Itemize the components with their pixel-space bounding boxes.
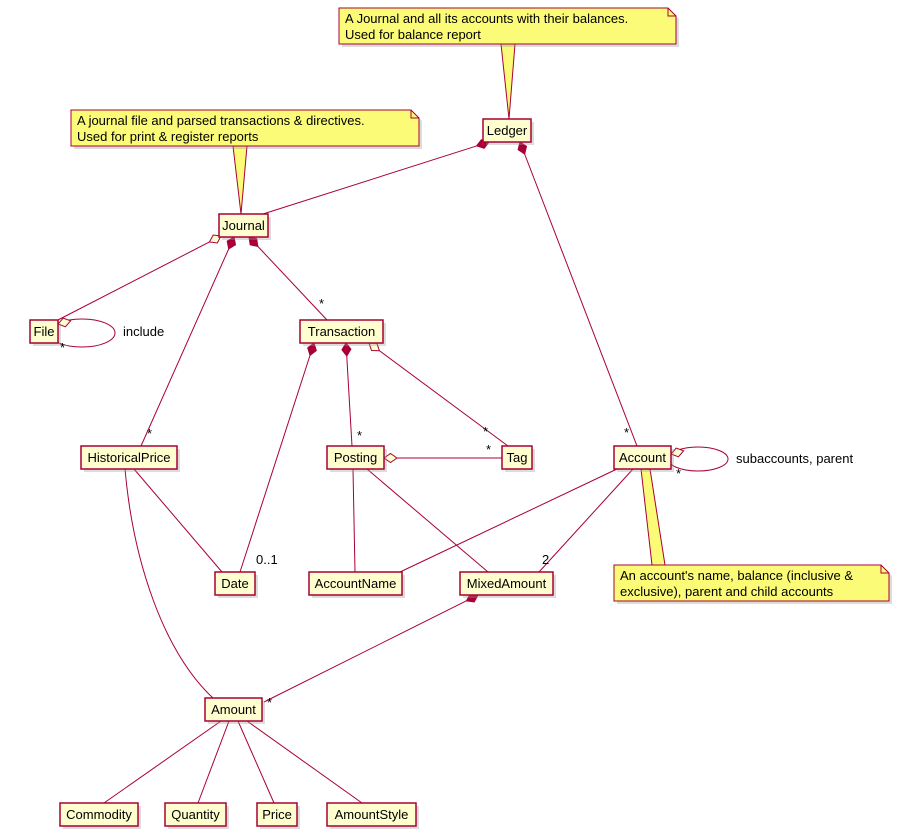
edge-historical-price-amount xyxy=(124,468,215,700)
class-name-commodity: Commodity xyxy=(66,807,132,822)
note-text-journal: Used for print & register reports xyxy=(77,129,259,144)
note-pointer-account xyxy=(640,468,666,566)
edge-transaction-date xyxy=(239,355,311,573)
association-label: include xyxy=(123,324,164,339)
class-name-file: File xyxy=(34,324,55,339)
note-fold-icon xyxy=(410,110,419,119)
class-name-journal: Journal xyxy=(222,218,265,233)
class-name-account: Account xyxy=(619,450,666,465)
multiplicity-label: * xyxy=(624,425,629,440)
edge-mixed-amount-amount xyxy=(263,600,467,703)
class-node-price xyxy=(256,802,298,827)
multiplicity-label: 2 xyxy=(542,552,549,567)
edge-journal-transaction xyxy=(257,246,328,321)
class-name-posting: Posting xyxy=(334,450,377,465)
class-node-date xyxy=(214,571,256,596)
class-name-price: Price xyxy=(262,807,292,822)
class-node-posting xyxy=(326,445,385,470)
class-name-mixed-amount: MixedAmount xyxy=(467,576,547,591)
class-name-amount: Amount xyxy=(211,702,256,717)
edge-account-account-name xyxy=(399,468,618,573)
multiplicity-label: * xyxy=(483,424,488,439)
composition-diamond-icon xyxy=(517,141,528,155)
class-node-amount-style xyxy=(326,802,417,827)
class-name-account-name: AccountName xyxy=(315,576,397,591)
multiplicity-label: * xyxy=(147,426,152,441)
note-pointer-journal xyxy=(232,145,248,215)
edge-journal-historical-price xyxy=(140,248,230,447)
note-text-ledger: A Journal and all its accounts with thei… xyxy=(345,11,628,26)
aggregation-diamond-icon xyxy=(670,447,685,458)
note-journal xyxy=(70,109,420,147)
note-text-journal: A journal file and parsed transactions &… xyxy=(77,113,365,128)
class-name-date: Date xyxy=(221,576,248,591)
class-name-transaction: Transaction xyxy=(308,324,375,339)
edge-amount-quantity xyxy=(197,720,230,804)
note-text-ledger: Used for balance report xyxy=(345,27,481,42)
edge-ledger-journal xyxy=(262,145,477,215)
edge-journal-file xyxy=(55,241,210,322)
class-node-account-name xyxy=(308,571,403,596)
note-fold-icon xyxy=(880,565,889,574)
note-fold-icon xyxy=(667,8,676,17)
multiplicity-label: * xyxy=(267,695,272,710)
class-name-ledger: Ledger xyxy=(487,123,528,138)
edge-account-mixed-amount xyxy=(538,468,634,573)
class-name-quantity: Quantity xyxy=(171,807,220,822)
multiplicity-label: * xyxy=(486,442,491,457)
multiplicity-label: * xyxy=(357,428,362,443)
association-label: * xyxy=(676,466,681,481)
edge-transaction-tag xyxy=(379,350,509,447)
class-name-tag: Tag xyxy=(507,450,528,465)
note-text-account: An account's name, balance (inclusive & xyxy=(620,568,853,583)
class-name-amount-style: AmountStyle xyxy=(335,807,409,822)
class-node-mixed-amount xyxy=(459,571,554,596)
association-label: subaccounts, parent xyxy=(736,451,853,466)
class-node-amount xyxy=(204,697,263,722)
class-node-tag xyxy=(501,445,533,470)
note-ledger xyxy=(338,7,677,45)
edge-amount-price xyxy=(237,720,275,804)
class-node-commodity xyxy=(59,802,139,827)
multiplicity-label: * xyxy=(319,296,324,311)
class-node-account xyxy=(613,445,672,470)
aggregation-diamond-icon xyxy=(57,317,72,328)
class-name-historical-price: HistoricalPrice xyxy=(87,450,170,465)
multiplicity-label: 0..1 xyxy=(256,552,278,567)
note-text-account: exclusive), parent and child accounts xyxy=(620,584,834,599)
note-account xyxy=(613,564,890,602)
class-node-historical-price xyxy=(80,445,178,470)
edge-historical-price-date xyxy=(133,468,223,573)
class-node-file xyxy=(29,319,59,344)
class-node-journal xyxy=(218,213,269,238)
note-pointer-ledger xyxy=(500,43,516,120)
edge-amount-commodity xyxy=(103,720,222,804)
association-label: * xyxy=(60,340,65,355)
class-node-ledger xyxy=(482,118,532,143)
class-node-transaction xyxy=(299,319,384,344)
edge-ledger-account xyxy=(524,153,638,447)
edge-posting-account-name xyxy=(352,468,356,573)
edge-transaction-posting xyxy=(346,355,353,447)
edge-posting-mixed-amount xyxy=(366,468,489,573)
class-node-quantity xyxy=(164,802,227,827)
edge-amount-amount-style xyxy=(246,720,363,804)
